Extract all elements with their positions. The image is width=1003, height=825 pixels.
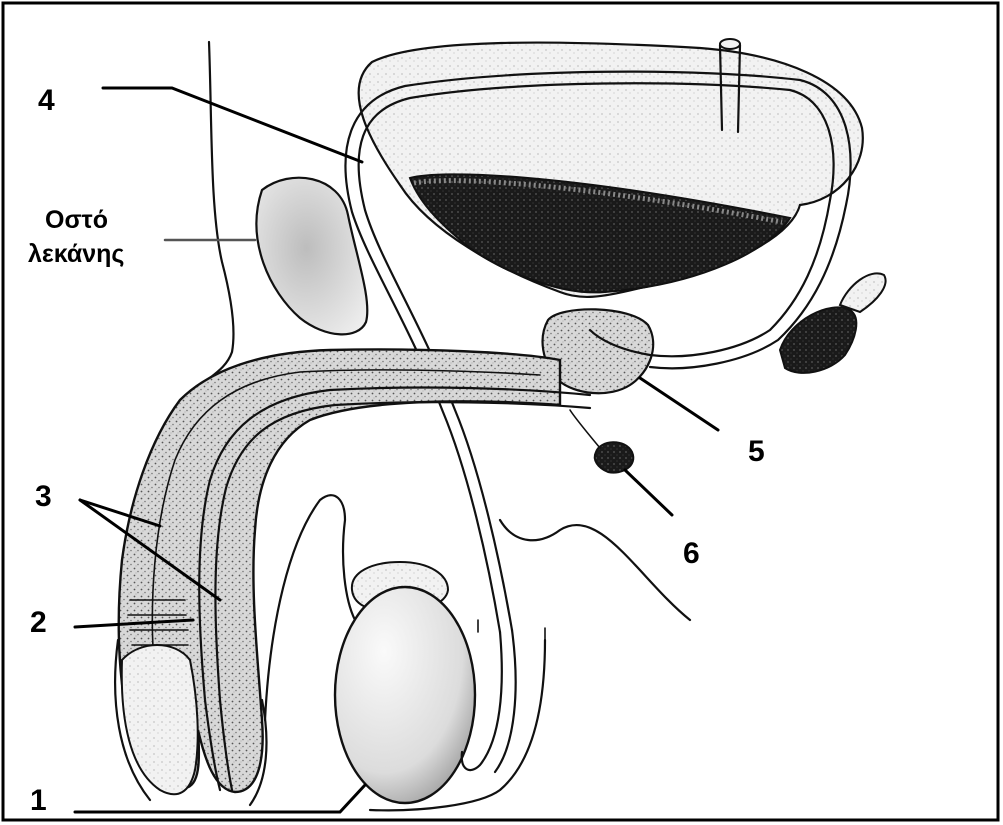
label-bone-line1: Οστό bbox=[45, 206, 108, 234]
bulbourethral-gland bbox=[595, 442, 634, 472]
label-6: 6 bbox=[683, 537, 700, 570]
label-5: 5 bbox=[748, 435, 765, 468]
label-2: 2 bbox=[30, 606, 47, 639]
label-bone-line2: λεκάνης bbox=[28, 240, 124, 268]
label-1: 1 bbox=[30, 784, 47, 817]
ureter-opening bbox=[720, 39, 740, 49]
testis bbox=[335, 587, 475, 803]
label-3: 3 bbox=[35, 480, 52, 513]
label-4: 4 bbox=[38, 84, 55, 117]
